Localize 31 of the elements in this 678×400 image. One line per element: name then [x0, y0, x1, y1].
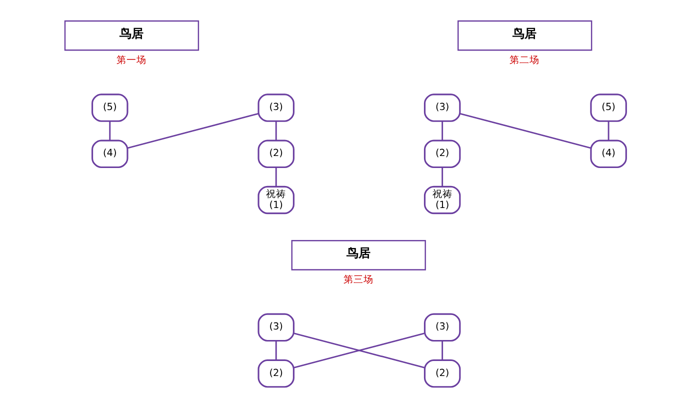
node-box: (2)	[257, 140, 294, 168]
node-box: (3)	[257, 94, 294, 122]
node-box: (2)	[423, 359, 460, 388]
node-label: 第三场	[342, 274, 373, 286]
connector	[441, 121, 443, 140]
connector	[108, 121, 110, 140]
connector	[293, 332, 424, 368]
node-box: (3)	[423, 313, 460, 342]
connector	[126, 112, 258, 149]
connector	[274, 341, 276, 360]
connector	[441, 168, 443, 186]
node-box: 鸟居	[457, 20, 592, 51]
node-box: (3)	[423, 94, 460, 122]
node-box: (2)	[423, 140, 460, 168]
node-box: (4)	[91, 140, 128, 168]
connector	[607, 121, 609, 140]
node-box: (5)	[590, 94, 626, 122]
node-box: (5)	[91, 94, 128, 122]
node-box: 鸟居	[64, 20, 199, 51]
connector	[274, 121, 276, 140]
connector	[441, 341, 443, 360]
connector	[274, 168, 276, 186]
node-label: 第一场	[116, 54, 146, 66]
node-label: 第二场	[509, 54, 540, 66]
node-box: (2)	[257, 359, 294, 388]
node-box: 祝祷 (1)	[423, 186, 460, 214]
node-box: 祝祷 (1)	[257, 186, 294, 214]
node-box: 鸟居	[290, 240, 426, 270]
connector	[459, 112, 591, 149]
node-box: (4)	[590, 140, 626, 168]
node-box: (3)	[257, 313, 294, 342]
